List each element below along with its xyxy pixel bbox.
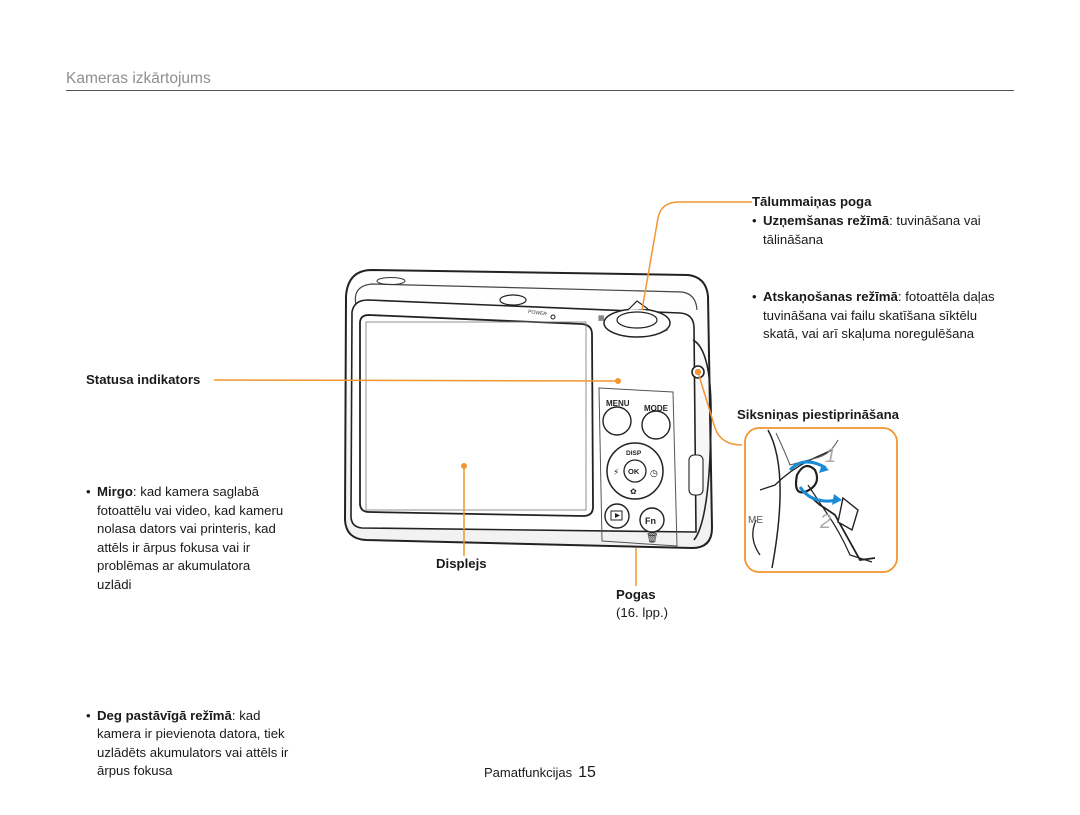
zoom-item-playback-term: Atskaņošanas režīmā bbox=[763, 289, 898, 305]
strap-step-2: 2 bbox=[819, 511, 831, 533]
mode-label: MODE bbox=[644, 404, 669, 413]
zoom-item-shooting: Uzņemšanas režīmā: tuvināšana vai tālinā… bbox=[752, 212, 1025, 249]
fn-button bbox=[639, 507, 665, 533]
zoom-heading: Tālummaiņas poga bbox=[752, 194, 872, 209]
buttons-label: Pogas bbox=[616, 587, 656, 602]
status-heading: Statusa indikators bbox=[86, 372, 201, 387]
zoom-lever: ▦ ⌕ bbox=[598, 300, 671, 338]
strap-mark-label: ME bbox=[748, 515, 763, 526]
status-item-blinking: Mirgo: kad kamera saglabā fotoattēlu vai… bbox=[86, 483, 287, 595]
status-item-steady-term: Deg pastāvīgā režīmā bbox=[97, 707, 232, 723]
status-item-blinking-term: Mirgo bbox=[97, 483, 133, 499]
zoom-item-playback-desc: : fotoattēla daļas tuvināšana vai failu … bbox=[763, 289, 995, 342]
strap-inset bbox=[744, 427, 898, 573]
lcd-screen bbox=[359, 314, 594, 517]
button-panel bbox=[598, 387, 678, 547]
menu-button bbox=[602, 406, 632, 436]
navigation-dial: ⚡ ◷ ✿ bbox=[606, 442, 664, 500]
svg-text:▦: ▦ bbox=[598, 315, 605, 322]
page-title: Kameras izkārtojums bbox=[66, 70, 211, 87]
power-label: POWER bbox=[528, 309, 548, 318]
power-button bbox=[499, 294, 556, 320]
status-item-blinking-desc: : kad kamera saglabā fotoattēlu vai vide… bbox=[97, 483, 284, 592]
trash-icon: 🗑 bbox=[646, 532, 659, 544]
playback-button bbox=[604, 503, 630, 529]
zoom-item-shooting-desc: : tuvināšana vai tālināšana bbox=[763, 213, 981, 247]
leader-lines bbox=[213, 201, 752, 586]
zoom-item-shooting-term: Uzņemšanas režīmā bbox=[763, 213, 890, 228]
mode-button bbox=[641, 410, 671, 440]
footer-section: Pamatfunkcijas bbox=[484, 765, 573, 780]
leader-dots bbox=[461, 369, 701, 469]
svg-text:⚡: ⚡ bbox=[613, 467, 619, 477]
disp-label: DISP bbox=[626, 450, 642, 457]
strap-leader-line bbox=[697, 371, 743, 446]
menu-label: MENU bbox=[606, 399, 630, 408]
display-label: Displejs bbox=[436, 556, 487, 571]
strap-step-1: 1 bbox=[825, 445, 836, 467]
zoom-leader-line bbox=[641, 201, 752, 311]
page-footer: Pamatfunkcijas 15 bbox=[484, 764, 596, 782]
svg-text:◷: ◷ bbox=[650, 468, 658, 478]
status-item-steady-desc: : kad kamera ir pievienota datora, tiek … bbox=[97, 707, 289, 779]
fn-label: Fn bbox=[645, 516, 656, 526]
status-leader-line bbox=[213, 379, 619, 382]
buttons-page-ref: (16. lpp.) bbox=[616, 605, 669, 620]
svg-text:⌕: ⌕ bbox=[665, 327, 669, 334]
strap-heading: Siksniņas piestiprināšana bbox=[737, 407, 899, 422]
page-number: 15 bbox=[578, 764, 596, 781]
ok-label: OK bbox=[628, 467, 640, 476]
status-item-steady: Deg pastāvīgā režīmā: kad kamera ir piev… bbox=[86, 707, 297, 781]
svg-text:✿: ✿ bbox=[630, 487, 637, 496]
title-rule bbox=[66, 90, 1014, 91]
zoom-item-playback: Atskaņošanas režīmā: fotoattēla daļas tu… bbox=[752, 288, 1007, 344]
